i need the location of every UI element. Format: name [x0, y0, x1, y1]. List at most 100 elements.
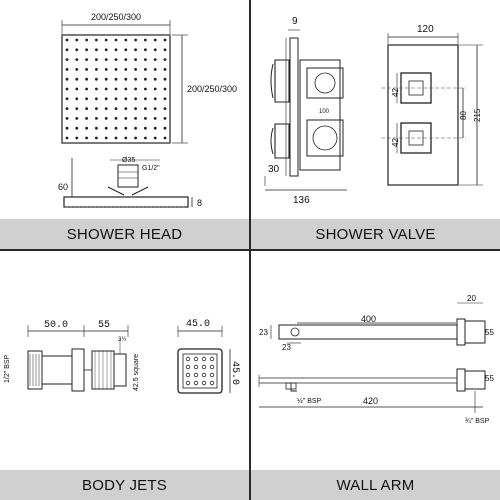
nozzle-dot [153, 38, 157, 42]
nozzle-dot [134, 38, 138, 42]
valve-dim-100-text: 100 [319, 109, 330, 115]
nozzle-dot [95, 68, 98, 71]
nozzle-dot [163, 48, 167, 52]
nozzle-dot [114, 87, 118, 91]
valve-dim-top-text: 9 [292, 16, 298, 27]
nozzle-dot [65, 97, 69, 101]
jet-nozzle-dot [201, 372, 207, 378]
nozzle-dot [65, 136, 69, 140]
nozzle-dot [95, 136, 98, 140]
nozzle-dot [114, 97, 118, 101]
nozzle-dot [153, 126, 157, 130]
nozzle-dot [85, 58, 88, 61]
valve-dim-42b-text: 42 [391, 138, 400, 147]
nozzle-dot [85, 68, 88, 71]
nozzle-dot [95, 97, 98, 101]
shower-valve-drawing: 9 100 30 136 120 42 4 [264, 16, 483, 206]
nozzle-dot [75, 107, 79, 110]
nozzle-dot [104, 126, 108, 130]
dim-thread-text: G1/2" [142, 165, 160, 172]
nozzle-dot [114, 77, 118, 81]
nozzle-dot [85, 87, 88, 91]
nozzle-dot [134, 58, 138, 61]
nozzle-dot [153, 48, 157, 52]
nozzle-dot [95, 38, 98, 42]
nozzle-dot [144, 97, 147, 101]
jet-nozzle-dot [193, 356, 199, 362]
nozzle-dot [85, 107, 88, 110]
nozzle-dot [124, 38, 128, 42]
nozzle-dot [124, 136, 128, 140]
nozzle-dot [65, 38, 69, 42]
nozzle-dot [75, 38, 79, 42]
nozzle-dot [153, 68, 157, 71]
nozzle-dot [95, 107, 98, 110]
nozzle-dot [153, 58, 157, 61]
nozzle-dot [134, 107, 138, 110]
jet-nozzle-dot [209, 380, 215, 386]
nozzle-dot [65, 77, 69, 81]
nozzle-dot [104, 68, 108, 71]
nozzle-dot [163, 87, 167, 91]
shower-head-nozzle-grid [65, 38, 167, 140]
wall-arm-label: WALL ARM [251, 470, 500, 500]
nozzle-dot [95, 117, 98, 120]
nozzle-dot [104, 87, 108, 91]
nozzle-dot [75, 87, 79, 91]
nozzle-dot [104, 136, 108, 140]
nozzle-dot [134, 126, 138, 130]
nozzle-dot [65, 117, 69, 120]
nozzle-dot [153, 136, 157, 140]
body-jets-panel: 50.0 55 3½ 1/2" BSP 42.5 square 45.0 [0, 251, 249, 500]
valve-dim-136-text: 136 [293, 195, 310, 206]
nozzle-dot [75, 97, 79, 101]
nozzle-dot [153, 107, 157, 110]
nozzle-dot [85, 97, 88, 101]
nozzle-dot [163, 97, 167, 101]
nozzle-dot [85, 136, 88, 140]
shower-head-drawing: 200/250/300 200/250/300 Ø35 G1/2" 60 8 [58, 12, 237, 208]
nozzle-dot [114, 126, 118, 130]
nozzle-dot [75, 48, 79, 52]
nozzle-dot [163, 58, 167, 61]
nozzle-dot [85, 126, 88, 130]
arm-dim-400-text: 400 [361, 314, 376, 324]
nozzle-dot [134, 48, 138, 52]
nozzle-dot [153, 97, 157, 101]
jet-nozzle-dot [193, 364, 199, 370]
nozzle-dot [144, 117, 147, 120]
jet-nozzle-dot [201, 380, 207, 386]
arm-dim-23b-text: 23 [282, 343, 291, 352]
nozzle-dot [124, 126, 128, 130]
nozzle-dot [153, 117, 157, 120]
arm-dim-55b-text: 55 [485, 374, 494, 383]
jet-nozzle-dot [193, 372, 199, 378]
jets-angle-text: 3½ [118, 336, 126, 343]
arm-dim-bsp-b-text: ¾" BSP [465, 418, 490, 425]
jet-nozzle-dot [209, 356, 215, 362]
nozzle-dot [163, 126, 167, 130]
nozzle-dot [65, 48, 69, 52]
jet-nozzle-dot [185, 356, 191, 362]
nozzle-dot [124, 107, 128, 110]
nozzle-dot [134, 68, 138, 71]
nozzle-dot [75, 126, 79, 130]
nozzle-dot [163, 77, 167, 81]
nozzle-dot [104, 77, 108, 81]
arm-dim-20-text: 20 [467, 294, 476, 303]
valve-dim-80-text: 80 [459, 111, 468, 120]
shower-head-label: SHOWER HEAD [0, 219, 249, 249]
nozzle-dot [75, 117, 79, 120]
wall-arm-panel: 400 20 23 23 55 55 ½" BSP 420 ¾" BSP WAL… [251, 251, 500, 500]
dim-top-text: 200/250/300 [91, 12, 141, 22]
valve-dim-42a-text: 42 [391, 88, 400, 97]
nozzle-dot [153, 87, 157, 91]
jet-nozzle-dot [185, 372, 191, 378]
nozzle-dot [163, 107, 167, 110]
jet-nozzle-dot [209, 372, 215, 378]
jets-dim-45-side-text: 45.0 [229, 361, 240, 385]
nozzle-dot [124, 58, 128, 61]
nozzle-dot [114, 48, 118, 52]
wall-arm-drawing: 400 20 23 23 55 55 ½" BSP 420 ¾" BSP [258, 294, 494, 425]
horizontal-divider [0, 249, 500, 251]
